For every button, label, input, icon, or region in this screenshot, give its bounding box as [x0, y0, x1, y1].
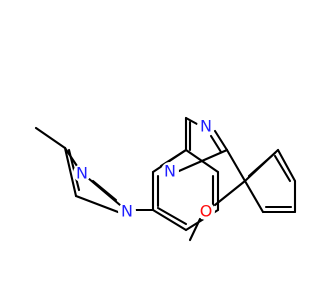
bond-phenyl-oxygen — [213, 179, 247, 207]
bond-phenyl-c2-c3 — [243, 179, 265, 214]
atom-label-o-methoxy: O — [200, 202, 213, 221]
bond-imidazole-c5-n1 — [74, 194, 120, 214]
bond-quin-c2-n1 — [177, 148, 229, 173]
bond-phenyl-c5-c6-double — [273, 154, 292, 183]
atom-label-n-quinazoline-1: N — [164, 162, 176, 181]
atom-label-layer: N N N N O — [73, 117, 215, 221]
bond-phenyl-c5-c6 — [276, 148, 297, 183]
atom-n-quinazoline-3: N — [197, 117, 215, 136]
atom-n-imidazole-1: N — [118, 202, 136, 221]
bond-quin-n3-c2-double — [209, 134, 223, 154]
atom-o-methoxy: O — [197, 202, 215, 221]
bond-quin-c4-n3 — [184, 116, 199, 126]
structure-canvas: N N N N O — [34, 116, 297, 242]
molecule-drawing: N N N N O — [34, 116, 297, 242]
bond-quin-c7-c6 — [151, 208, 188, 232]
bond-quin-c7-c6-double — [156, 206, 188, 226]
atom-label-n-quinazoline-3: N — [200, 117, 212, 136]
bond-layer — [34, 116, 297, 242]
bond-quin-phenyl — [225, 148, 247, 183]
bond-methyl-imidazole — [34, 126, 67, 150]
bond-quin-n3-c2 — [213, 129, 229, 152]
bond-quin-n1-c8a — [159, 148, 188, 168]
bond-phenyl-c1-double — [247, 151, 277, 178]
bond-oxygen-methyl — [188, 217, 202, 242]
atom-label-n-imidazole-3: N — [76, 164, 88, 183]
atom-n-quinazoline-1: N — [161, 162, 179, 181]
bond-imidazole-c4-n3 — [63, 146, 79, 168]
atom-label-n-imidazole-1: N — [121, 202, 133, 221]
atom-n-imidazole-3: N — [73, 164, 91, 183]
bond-imidazole-n3-c2-double — [91, 179, 118, 202]
bond-imidazole-c4-c5 — [63, 146, 78, 198]
